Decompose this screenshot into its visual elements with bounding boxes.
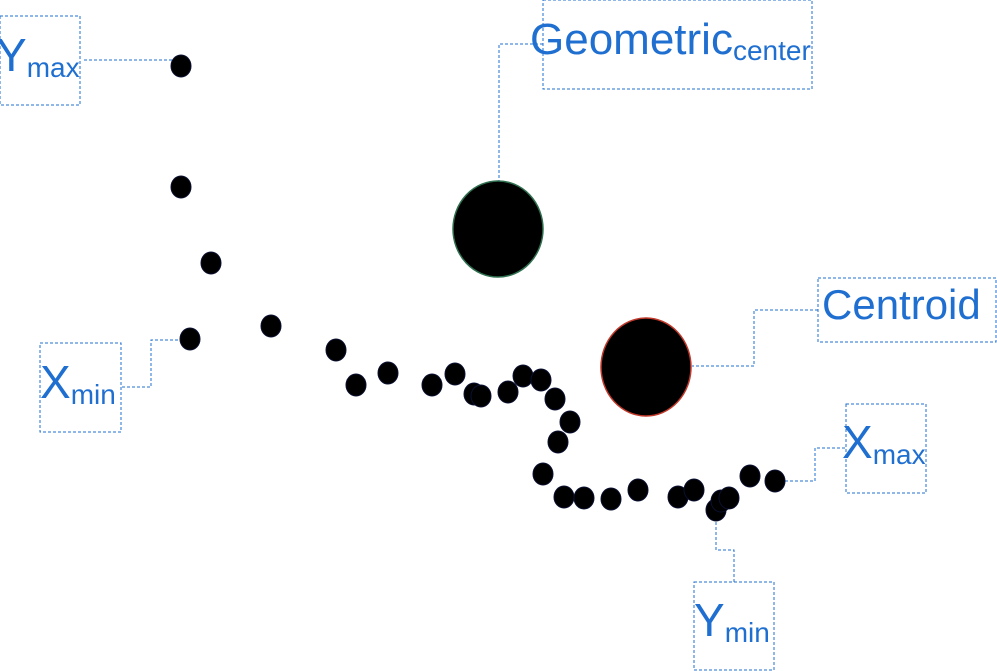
ymax-label: Ymax bbox=[0, 29, 80, 83]
data-point bbox=[530, 368, 552, 392]
data-point bbox=[718, 486, 740, 510]
xmin-label: Xmin bbox=[40, 356, 116, 410]
centroid-label: Centroid bbox=[822, 281, 981, 328]
data-point bbox=[544, 387, 566, 411]
xmax-label-box bbox=[845, 403, 927, 494]
ymin-label: Ymin bbox=[694, 594, 770, 648]
ymax-label-main: Y bbox=[0, 29, 27, 81]
ymin-label-main: Y bbox=[694, 594, 725, 646]
data-point bbox=[170, 175, 192, 199]
data-point bbox=[260, 314, 282, 338]
data-point bbox=[497, 380, 519, 404]
xmin-label-main: X bbox=[40, 356, 71, 408]
ymin-label-sub: min bbox=[725, 617, 770, 648]
ymax-label-sub: max bbox=[27, 52, 80, 83]
geometric-center-label: Geometriccenter bbox=[530, 15, 811, 66]
geometric-center-leader-line bbox=[498, 43, 543, 182]
data-point bbox=[739, 464, 761, 488]
data-point bbox=[547, 430, 569, 454]
contour-points bbox=[170, 54, 786, 522]
centroid-marker bbox=[600, 317, 692, 417]
data-point bbox=[532, 462, 554, 486]
xmax-label-main: X bbox=[842, 416, 873, 468]
geometric-center-label-main: Geometric bbox=[530, 15, 733, 64]
data-point bbox=[444, 362, 466, 386]
data-point bbox=[179, 327, 201, 351]
centroid-leader-line bbox=[692, 309, 818, 367]
ymin-leader-line bbox=[715, 518, 735, 582]
data-point bbox=[600, 487, 622, 511]
geometric-center-label-box bbox=[542, 0, 813, 90]
data-point bbox=[470, 384, 492, 408]
data-point bbox=[764, 469, 786, 493]
centroid-label-main: Centroid bbox=[822, 281, 981, 328]
data-point bbox=[553, 485, 575, 509]
ymax-leader-line bbox=[84, 59, 179, 66]
xmin-label-box bbox=[39, 342, 122, 433]
data-point bbox=[200, 251, 222, 275]
geometric-center-marker bbox=[452, 180, 544, 278]
xmax-label: Xmax bbox=[842, 416, 926, 470]
ymin-label-box bbox=[693, 581, 775, 671]
data-point bbox=[559, 410, 581, 434]
geometric-center-label-sub: center bbox=[733, 35, 811, 66]
data-point bbox=[345, 373, 367, 397]
xmax-leader-line bbox=[784, 447, 845, 482]
data-point bbox=[512, 364, 534, 388]
xmin-label-sub: min bbox=[71, 379, 116, 410]
xmin-leader-line bbox=[122, 339, 182, 388]
data-point bbox=[573, 486, 595, 510]
data-point bbox=[377, 361, 399, 385]
ymax-label-box bbox=[0, 15, 81, 106]
data-point bbox=[627, 478, 649, 502]
xmax-label-sub: max bbox=[873, 439, 926, 470]
centroid-label-box bbox=[817, 277, 997, 343]
data-point bbox=[325, 338, 347, 362]
data-point bbox=[683, 478, 705, 502]
data-point bbox=[170, 54, 192, 78]
data-point bbox=[421, 373, 443, 397]
